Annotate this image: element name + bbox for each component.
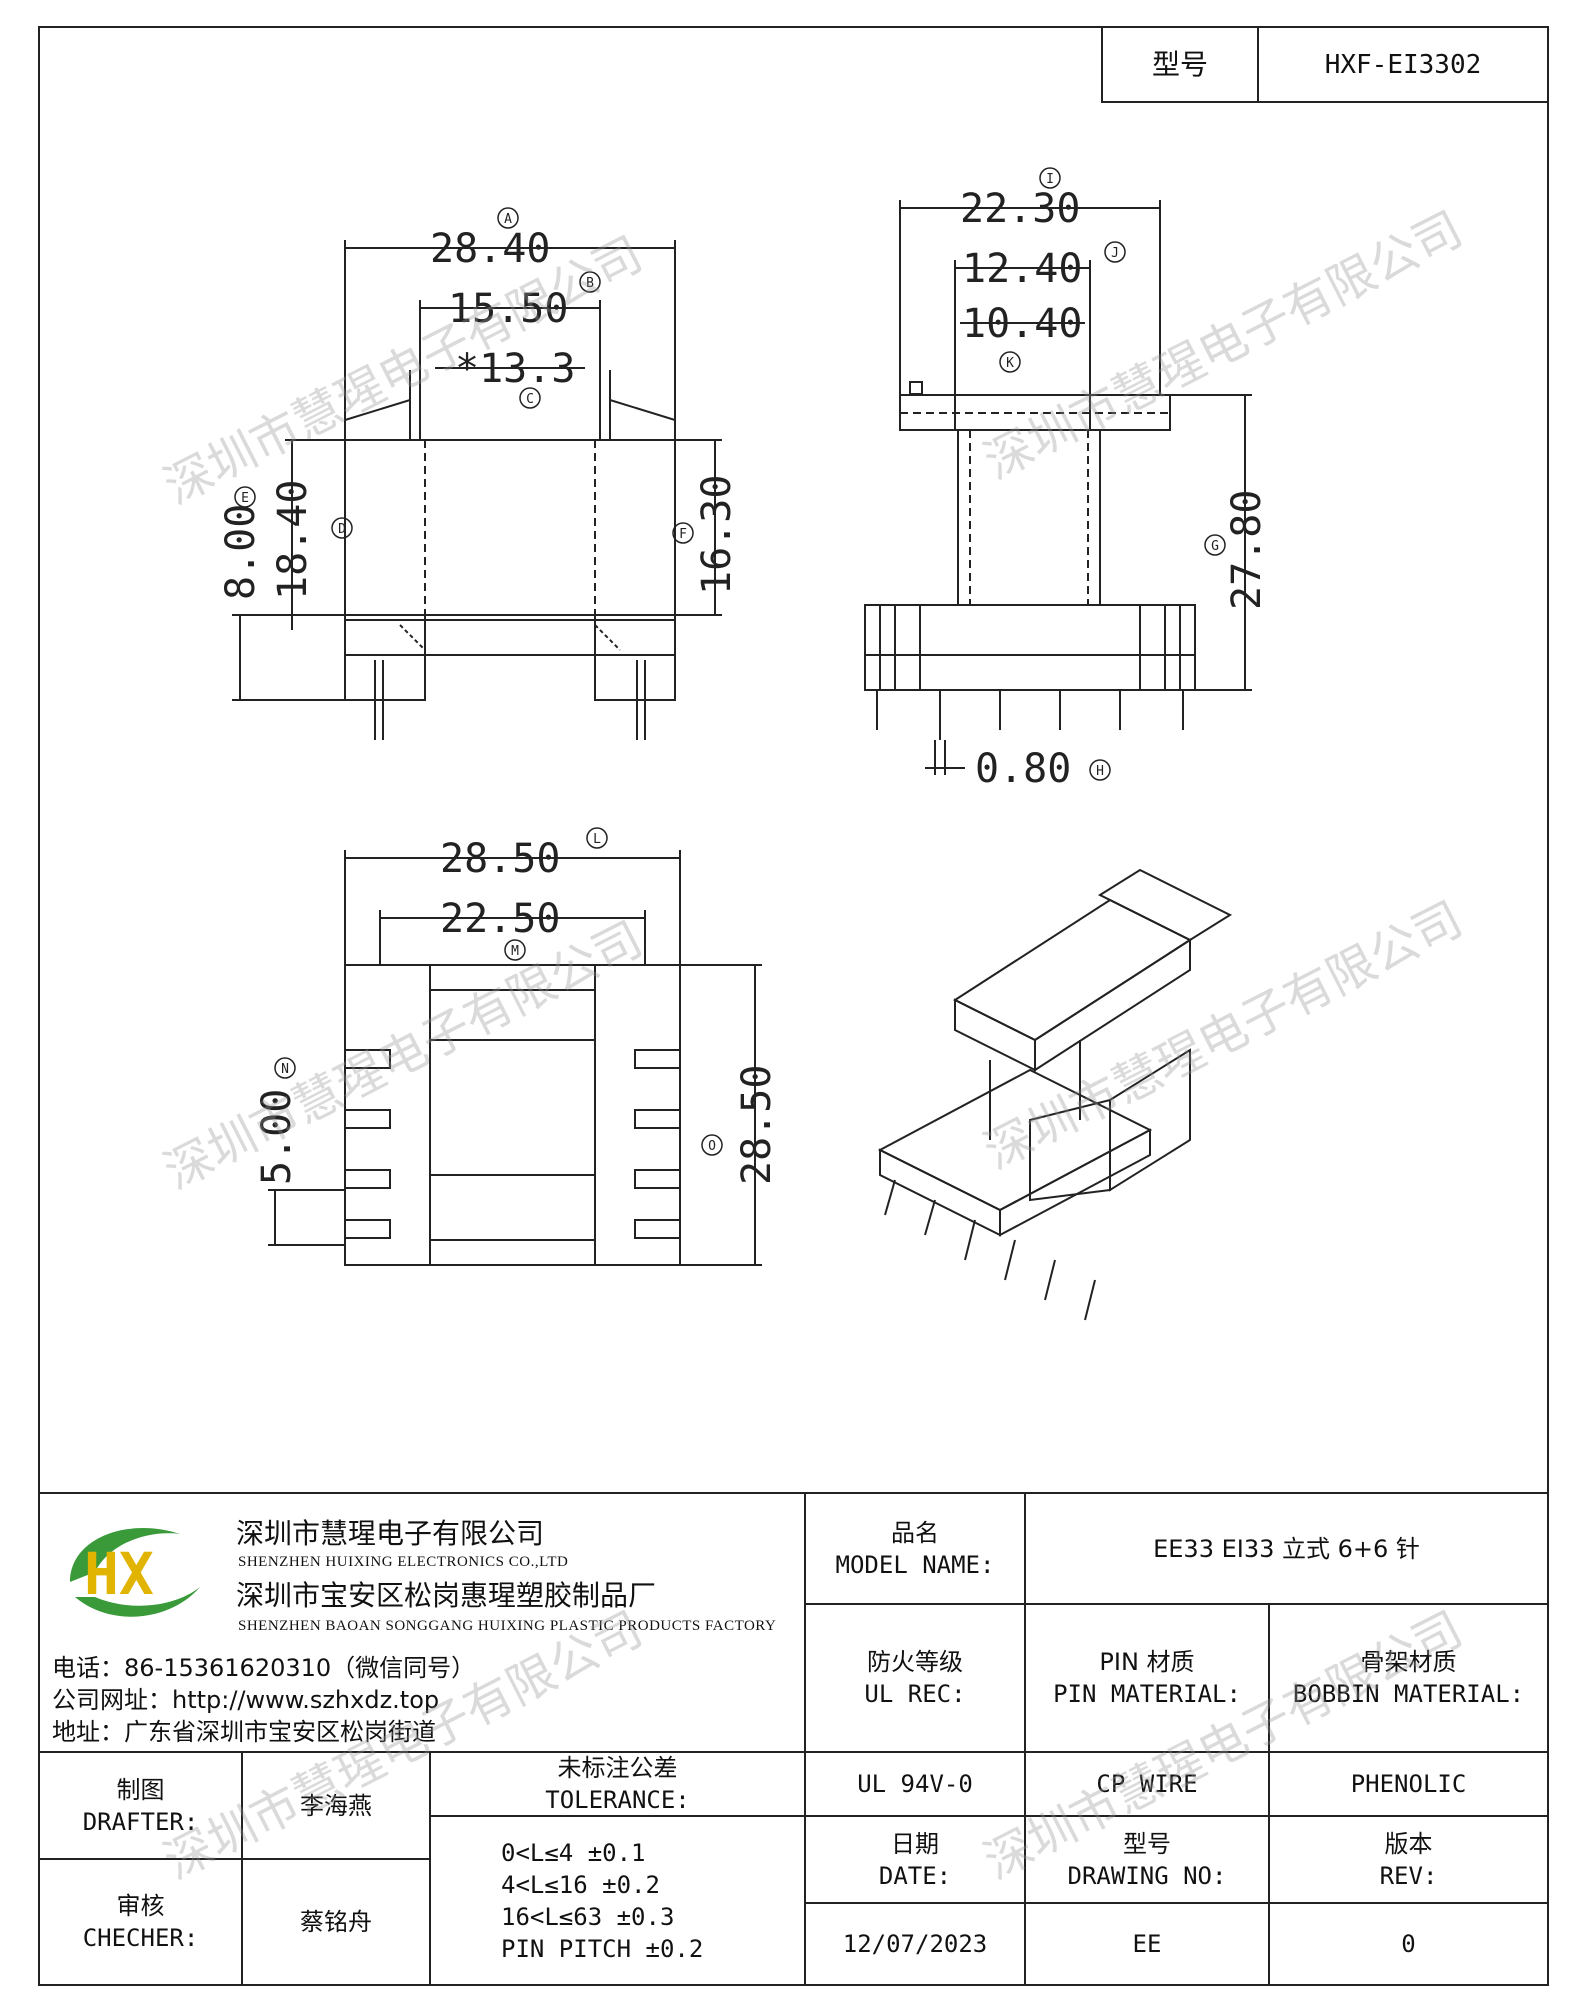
model-name-label: 品名 MODEL NAME: bbox=[804, 1492, 1026, 1605]
model-name-value: EE33 EI33 立式 6+6 针 bbox=[1024, 1492, 1549, 1605]
dim-a: 28.40 bbox=[430, 226, 550, 272]
marker-k: K bbox=[1006, 356, 1014, 371]
drafter-value: 李海燕 bbox=[241, 1751, 431, 1860]
company-address: 地址：广东省深圳市宝安区松岗街道 bbox=[52, 1718, 436, 1746]
isometric-view bbox=[877, 868, 1233, 1321]
dim-l: 28.50 bbox=[440, 836, 560, 882]
dim-f: 16.30 bbox=[694, 475, 740, 595]
drafter-label: 制图 DRAFTER: bbox=[38, 1751, 243, 1860]
marker-b: B bbox=[586, 276, 594, 291]
company-phone: 电话：86-15361620310（微信同号） bbox=[52, 1654, 476, 1682]
dim-n: 5.00 bbox=[254, 1089, 300, 1185]
factory-name-cn: 深圳市宝安区松岗惠瑆塑胶制品厂 bbox=[236, 1579, 657, 1612]
dim-i: 22.30 bbox=[960, 186, 1080, 232]
bobbin-material-value: PHENOLIC bbox=[1268, 1751, 1549, 1817]
marker-o: O bbox=[708, 1139, 716, 1154]
ul-rec-value: UL 94V-0 bbox=[804, 1751, 1026, 1817]
model-value: HXF-EI3302 bbox=[1324, 49, 1482, 80]
checker-label: 审核 CHECHER: bbox=[38, 1858, 243, 1986]
technical-drawing: 28.40 15.50 *13.3 8.00 18.40 16.30 22.30… bbox=[218, 167, 1270, 1321]
marker-e: E bbox=[241, 491, 249, 506]
marker-m: M bbox=[511, 944, 519, 959]
dim-b: 15.50 bbox=[448, 286, 568, 332]
pin-material-label: PIN 材质 PIN MATERIAL: bbox=[1024, 1603, 1270, 1753]
marker-g: G bbox=[1211, 539, 1219, 554]
checker-value: 蔡铭舟 bbox=[241, 1858, 431, 1986]
dim-o: 28.50 bbox=[734, 1065, 780, 1185]
marker-d: D bbox=[338, 522, 346, 537]
dim-j: 12.40 bbox=[962, 246, 1082, 292]
marker-f: F bbox=[679, 527, 687, 542]
bottom-view bbox=[268, 850, 762, 1266]
dim-c: *13.3 bbox=[455, 346, 575, 392]
company-logo: HX bbox=[70, 1527, 200, 1617]
logo-text: HX bbox=[84, 1540, 154, 1608]
dim-k: 10.40 bbox=[962, 301, 1082, 347]
marker-c: C bbox=[526, 392, 534, 407]
pin-material-value: CP WIRE bbox=[1024, 1751, 1270, 1817]
model-value-cell: HXF-EI3302 bbox=[1257, 26, 1549, 103]
bottom-pin-slots-right bbox=[634, 1049, 681, 1239]
company-info: HX 深圳市慧瑆电子有限公司 SHENZHEN HUIXING ELECTRON… bbox=[40, 1494, 806, 1752]
tolerance-values: 0<L≤4 ±0.1 4<L≤16 ±0.2 16<L≤63 ±0.3 PIN … bbox=[429, 1815, 806, 1986]
company-name-en: SHENZHEN HUIXING ELECTRONICS CO.,LTD bbox=[238, 1554, 569, 1570]
drawing-no-label: 型号 DRAWING NO: bbox=[1024, 1815, 1270, 1904]
model-label: 型号 bbox=[1151, 47, 1208, 81]
side-pins bbox=[876, 690, 1184, 740]
dim-e: 8.00 bbox=[218, 504, 264, 600]
marker-i: I bbox=[1046, 172, 1054, 187]
rev-value: 0 bbox=[1268, 1902, 1549, 1986]
date-label: 日期 DATE: bbox=[804, 1815, 1026, 1904]
dim-d: 18.40 bbox=[270, 480, 316, 600]
ul-rec-label: 防火等级 UL REC: bbox=[804, 1603, 1026, 1753]
bobbin-material-label: 骨架材质 BOBBIN MATERIAL: bbox=[1268, 1603, 1549, 1753]
company-website: 公司网址：http://www.szhxdz.top bbox=[52, 1686, 440, 1714]
title-block-top-line bbox=[38, 1492, 1549, 1494]
date-value: 12/07/2023 bbox=[804, 1902, 1026, 1986]
rev-label: 版本 REV: bbox=[1268, 1815, 1549, 1904]
dim-m: 22.50 bbox=[440, 896, 560, 942]
bottom-pin-slots-left bbox=[344, 1049, 391, 1239]
marker-a: A bbox=[504, 212, 512, 227]
marker-l: L bbox=[593, 832, 601, 847]
marker-n: N bbox=[281, 1062, 289, 1077]
factory-name-en: SHENZHEN BAOAN SONGGANG HUIXING PLASTIC … bbox=[238, 1618, 777, 1634]
iso-pins bbox=[884, 1179, 1096, 1321]
tolerance-label: 未标注公差 TOLERANCE: bbox=[429, 1751, 806, 1817]
front-view bbox=[232, 240, 722, 740]
dim-h: 0.80 bbox=[975, 746, 1071, 792]
drawing-no-value: EE bbox=[1024, 1902, 1270, 1986]
side-view bbox=[864, 200, 1252, 775]
marker-j: J bbox=[1111, 246, 1119, 261]
dim-g: 27.80 bbox=[1224, 490, 1270, 610]
company-name-cn: 深圳市慧瑆电子有限公司 bbox=[236, 1517, 545, 1550]
marker-h: H bbox=[1096, 764, 1104, 779]
